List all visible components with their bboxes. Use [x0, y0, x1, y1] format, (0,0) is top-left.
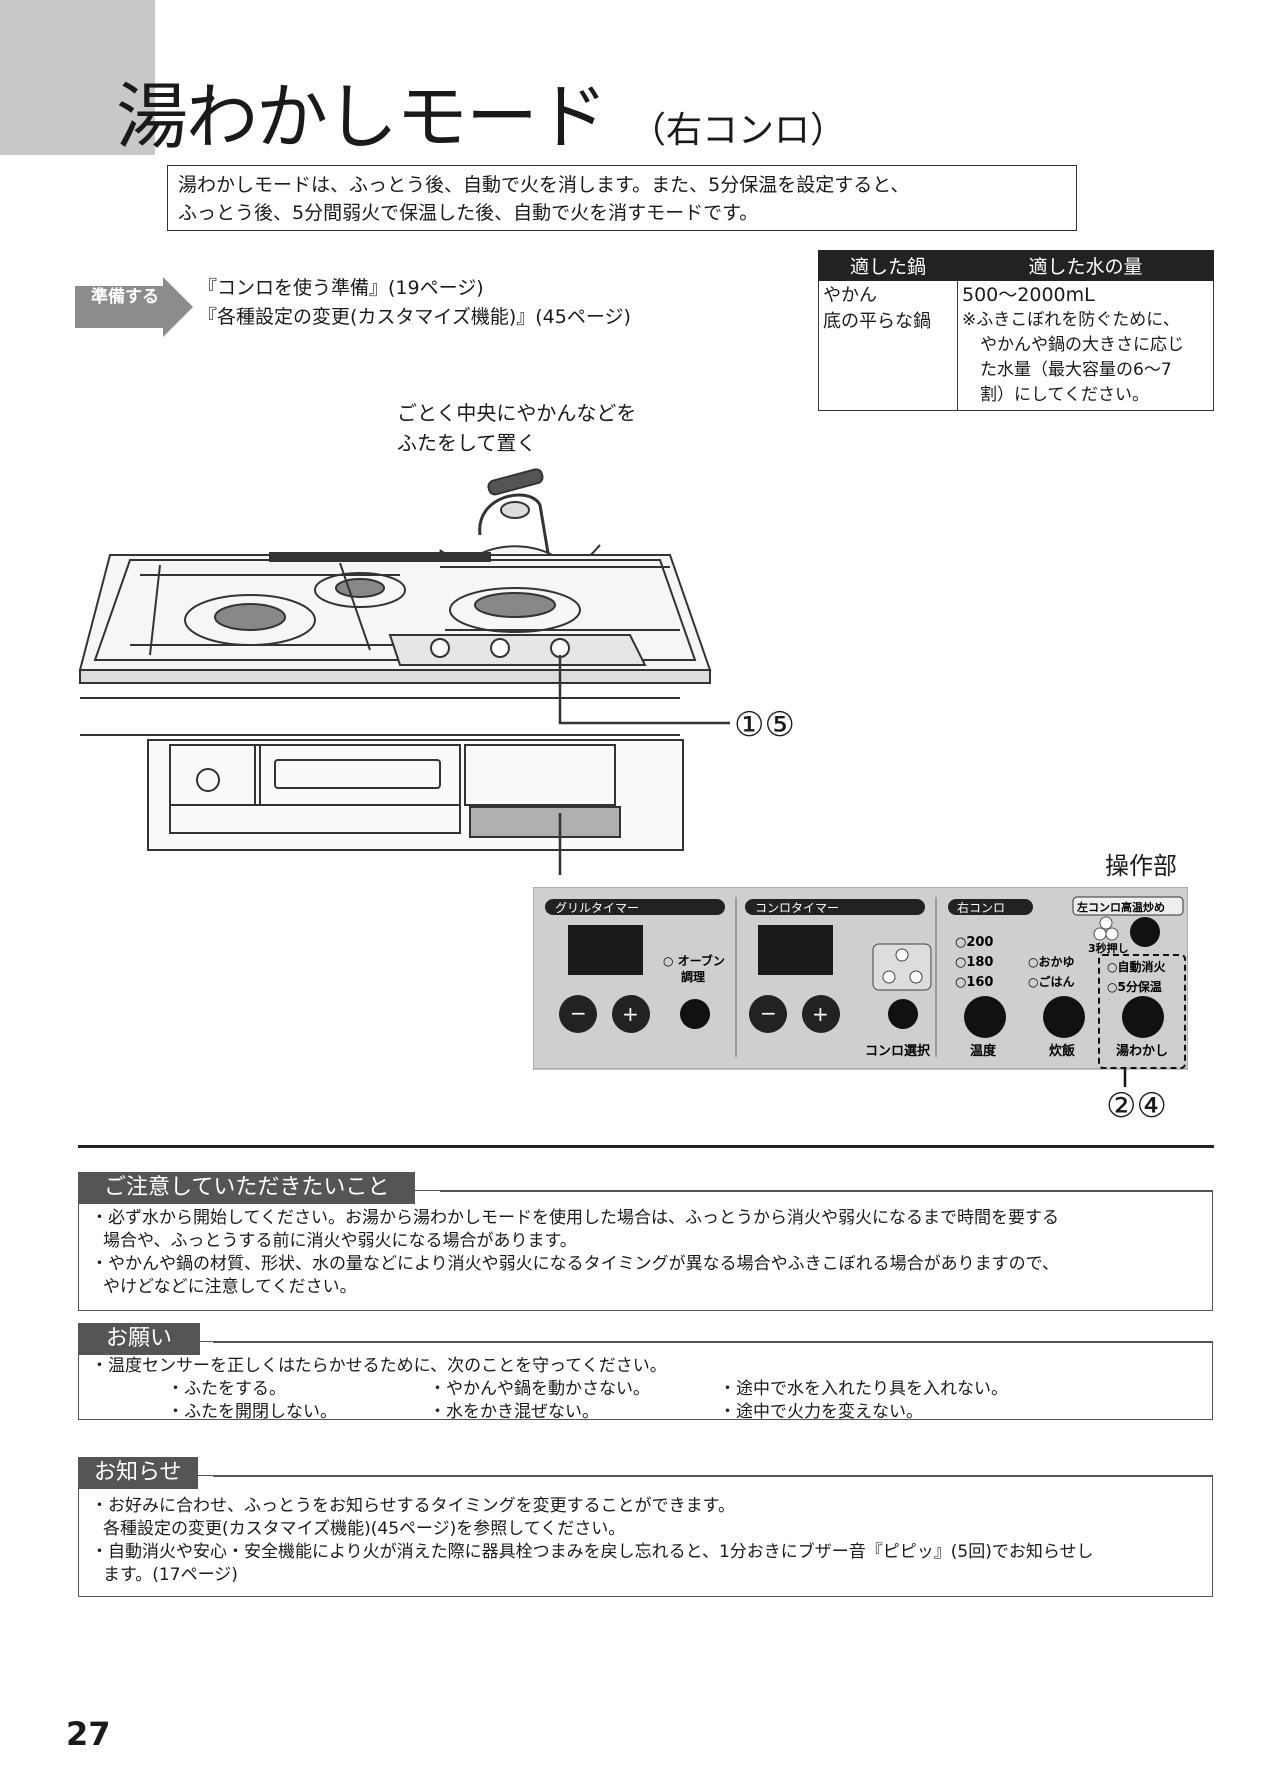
oven-button[interactable] — [680, 999, 710, 1029]
svg-text:−: − — [760, 1001, 777, 1025]
okayu-label: ○おかゆ — [1028, 955, 1074, 969]
pot-cell: やかん 底の平らな鍋 — [818, 280, 958, 411]
konro-plus-button[interactable] — [802, 995, 840, 1033]
temp-180: ○180 — [955, 955, 993, 970]
pot-header: 適した鍋 — [818, 250, 958, 281]
temp-button[interactable] — [964, 996, 1006, 1038]
water-amount: 500〜2000mL — [962, 284, 1095, 306]
konro-minus-button[interactable] — [749, 995, 787, 1033]
section-divider — [78, 1145, 1214, 1148]
pot-item: やかん — [823, 285, 877, 306]
request-item: ・途中で水を入れたり具を入れない。 — [719, 1379, 1008, 1399]
auto-off-label: ○自動消火 — [1107, 959, 1166, 974]
boil-button[interactable] — [1122, 996, 1164, 1038]
request-grid: ・ふたをする。 ・やかんや鍋を動かさない。 ・途中で水を入れたり具を入れない。 … — [167, 1378, 1200, 1424]
caution-heading: ご注意していただきたいこと — [78, 1172, 416, 1204]
caption-line: ごとく中央にやかんなどを — [397, 401, 637, 425]
notice-box: ・お好みに合わせ、ふっとうをお知らせするタイミングを変更することができます。各種… — [78, 1475, 1213, 1597]
suitable-pot-table: 適した鍋 適した水の量 やかん 底の平らな鍋 500〜2000mL ※ふきこぼれ… — [818, 250, 1214, 411]
request-box: ・温度センサーを正しくはたらかせるために、次のことを守ってください。 ・ふたをす… — [78, 1341, 1213, 1422]
svg-text:+: + — [812, 1002, 829, 1026]
water-note: た水量（最大容量の6〜7 — [980, 360, 1172, 380]
konro-select-button[interactable] — [888, 999, 918, 1029]
placement-caption: ごとく中央にやかんなどを ふたをして置く — [397, 398, 636, 458]
water-note: ※ふきこぼれを防ぐために、 — [962, 310, 1180, 330]
intro-box: 湯わかしモードは、ふっとう後、自動で火を消します。また、5分保温を設定すると、 … — [167, 165, 1077, 231]
svg-text:+: + — [622, 1002, 639, 1026]
prep-ref: 『コンロを使う準備』(19ページ) — [198, 277, 484, 299]
temp-button-label: 温度 — [970, 1043, 997, 1059]
keep5-label: ○5分保温 — [1107, 979, 1162, 994]
boil-button-label: 湯わかし — [1116, 1043, 1168, 1059]
caution-item: ・やかんや鍋の材質、形状、水の量などにより消火や弱火になるタイミングが異なる場合… — [91, 1254, 1059, 1297]
notice-item: ・お好みに合わせ、ふっとうをお知らせするタイミングを変更することができます。各種… — [91, 1496, 735, 1539]
request-item: ・ふたを開閉しない。 — [167, 1402, 337, 1422]
right-konro-label: 右コンロ — [957, 900, 1005, 915]
caution-item: ・必ず水から開始してください。お湯から湯わかしモードを使用した場合は、ふっとうか… — [91, 1208, 1059, 1251]
panel-title: 操作部 — [1105, 852, 1177, 880]
request-rule — [213, 1341, 1213, 1343]
temp-200: ○200 — [955, 935, 993, 950]
page-subtitle: （右コンロ） — [630, 110, 847, 151]
temp-160: ○160 — [955, 975, 993, 990]
left-high-label: 左コンロ高温炒め — [1076, 900, 1165, 914]
grill-minus-button[interactable] — [559, 995, 597, 1033]
page-number: 27 — [66, 1715, 111, 1753]
press3-label: 3秒押し — [1088, 941, 1129, 955]
caption-line: ふたをして置く — [397, 431, 537, 455]
caution-rule — [440, 1190, 1213, 1192]
grill-timer-display — [568, 925, 643, 975]
stove-illustration — [78, 468, 730, 875]
prep-ref: 『各種設定の変更(カスタマイズ機能)』(45ページ) — [198, 306, 631, 328]
notice-heading: お知らせ — [78, 1457, 198, 1489]
grill-plus-button[interactable] — [612, 995, 650, 1033]
prep-label: 準備する — [91, 287, 159, 307]
left-high-button[interactable] — [1130, 917, 1160, 947]
request-lead: ・温度センサーを正しくはたらかせるために、次のことを守ってください。 — [91, 1356, 667, 1376]
water-header: 適した水の量 — [957, 250, 1214, 281]
request-item: ・水をかき混ぜない。 — [429, 1402, 599, 1422]
pot-item: 底の平らな鍋 — [823, 311, 931, 332]
notice-item: ・自動消火や安心・安全機能により火が消えた際に器具栓つまみを戻し忘れると、1分お… — [91, 1542, 1094, 1585]
page-title: 湯わかしモード（右コンロ） — [116, 75, 847, 159]
konro-select-label: コンロ選択 — [865, 1043, 931, 1059]
callout-1-5: ①⑤ — [734, 705, 795, 745]
request-item: ・ふたをする。 — [167, 1379, 286, 1399]
water-note: 割）にしてください。 — [980, 385, 1149, 405]
intro-line: 湯わかしモードは、ふっとう後、自動で火を消します。また、5分保温を設定すると、 — [178, 174, 910, 196]
water-cell: 500〜2000mL ※ふきこぼれを防ぐために、 やかんや鍋の大きさに応じ た水… — [957, 280, 1214, 411]
section-tab — [0, 0, 155, 155]
gohan-label: ○ごはん — [1028, 974, 1074, 989]
oven-label: 調理 — [681, 969, 705, 984]
svg-text:−: − — [570, 1001, 587, 1025]
control-panel: グリルタイマー ○ オーブン 調理 − + コンロタイマー − + コンロ選択 … — [533, 887, 1188, 1087]
request-item: ・途中で火力を変えない。 — [719, 1402, 923, 1422]
grill-timer-label: グリルタイマー — [555, 901, 639, 915]
konro-timer-display — [758, 925, 833, 975]
oven-label: ○ オーブン — [663, 953, 725, 968]
rice-button[interactable] — [1043, 996, 1085, 1038]
intro-line: ふっとう後、5分間弱火で保温した後、自動で火を消すモードです。 — [178, 202, 759, 224]
prep-arrow-icon — [75, 277, 193, 337]
rice-button-label: 炊飯 — [1049, 1043, 1075, 1059]
water-note: やかんや鍋の大きさに応じ — [980, 335, 1184, 355]
caution-box: ・必ず水から開始してください。お湯から湯わかしモードを使用した場合は、ふっとうか… — [78, 1190, 1213, 1311]
request-item: ・やかんや鍋を動かさない。 — [429, 1379, 650, 1399]
request-heading: お願い — [78, 1323, 201, 1355]
notice-rule — [213, 1475, 1213, 1477]
callout-2-4: ②④ — [1106, 1086, 1167, 1126]
prep-references: 『コンロを使う準備』(19ページ) 『各種設定の変更(カスタマイズ機能)』(45… — [198, 274, 631, 332]
konro-timer-label: コンロタイマー — [755, 901, 839, 915]
